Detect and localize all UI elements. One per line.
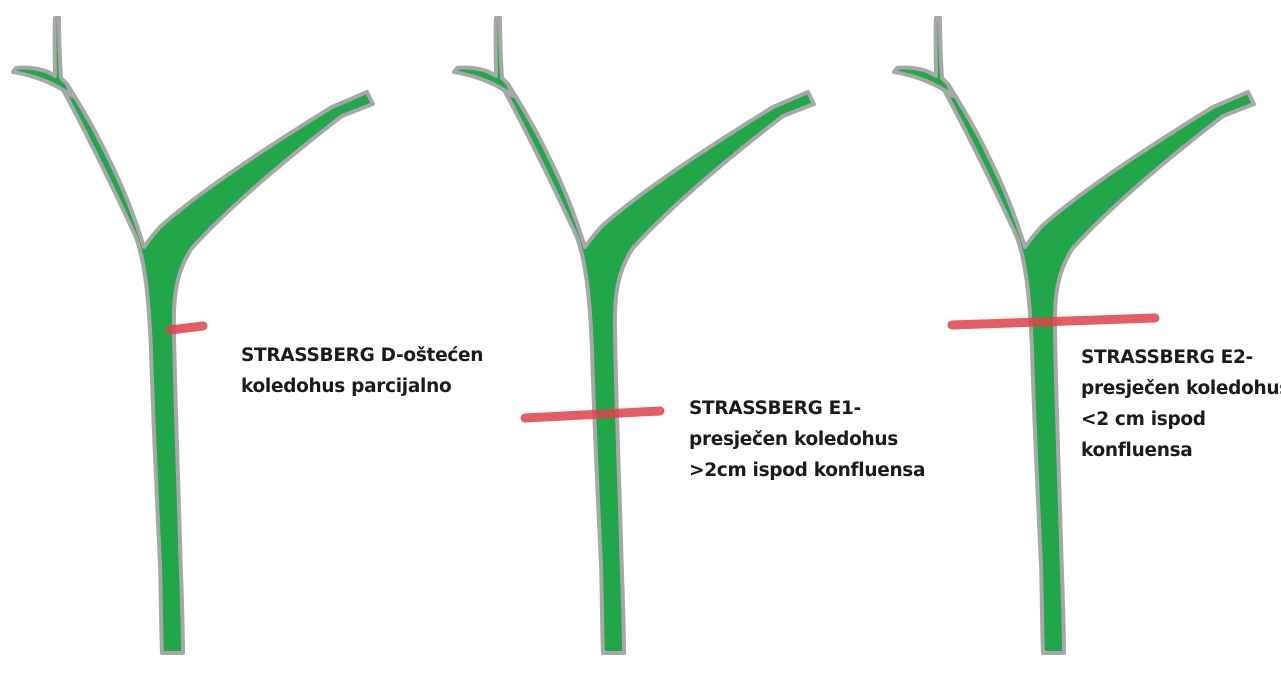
label-line: presječen koledohus	[1081, 373, 1281, 404]
label-line: <2 cm ispod	[1081, 404, 1281, 435]
label-strassberg-e2: STRASSBERG E2- presječen koledohus <2 cm…	[1081, 342, 1281, 466]
label-strassberg-d: STRASSBERG D-oštećen koledohus parcijaln…	[241, 340, 483, 402]
label-line: STRASSBERG D-oštećen	[241, 340, 483, 371]
label-line: konfluensa	[1081, 435, 1281, 466]
bile-duct-shape	[894, 18, 1254, 653]
injury-marker-e1	[525, 411, 660, 418]
label-line: koledohus parcijalno	[241, 371, 483, 402]
duct-panel-d	[13, 18, 373, 653]
label-line: STRASSBERG E2-	[1081, 342, 1281, 373]
bile-duct-shape	[454, 18, 814, 653]
label-line: presječen koledohus	[689, 424, 925, 455]
duct-panel-e2	[894, 18, 1254, 653]
label-strassberg-e1: STRASSBERG E1- presječen koledohus >2cm …	[689, 393, 925, 486]
injury-marker-d	[170, 326, 203, 330]
injury-marker-e2	[952, 318, 1155, 325]
bile-duct-shape	[13, 18, 373, 653]
duct-panel-e1	[454, 18, 814, 653]
label-line: >2cm ispod konfluensa	[689, 455, 925, 486]
label-line: STRASSBERG E1-	[689, 393, 925, 424]
